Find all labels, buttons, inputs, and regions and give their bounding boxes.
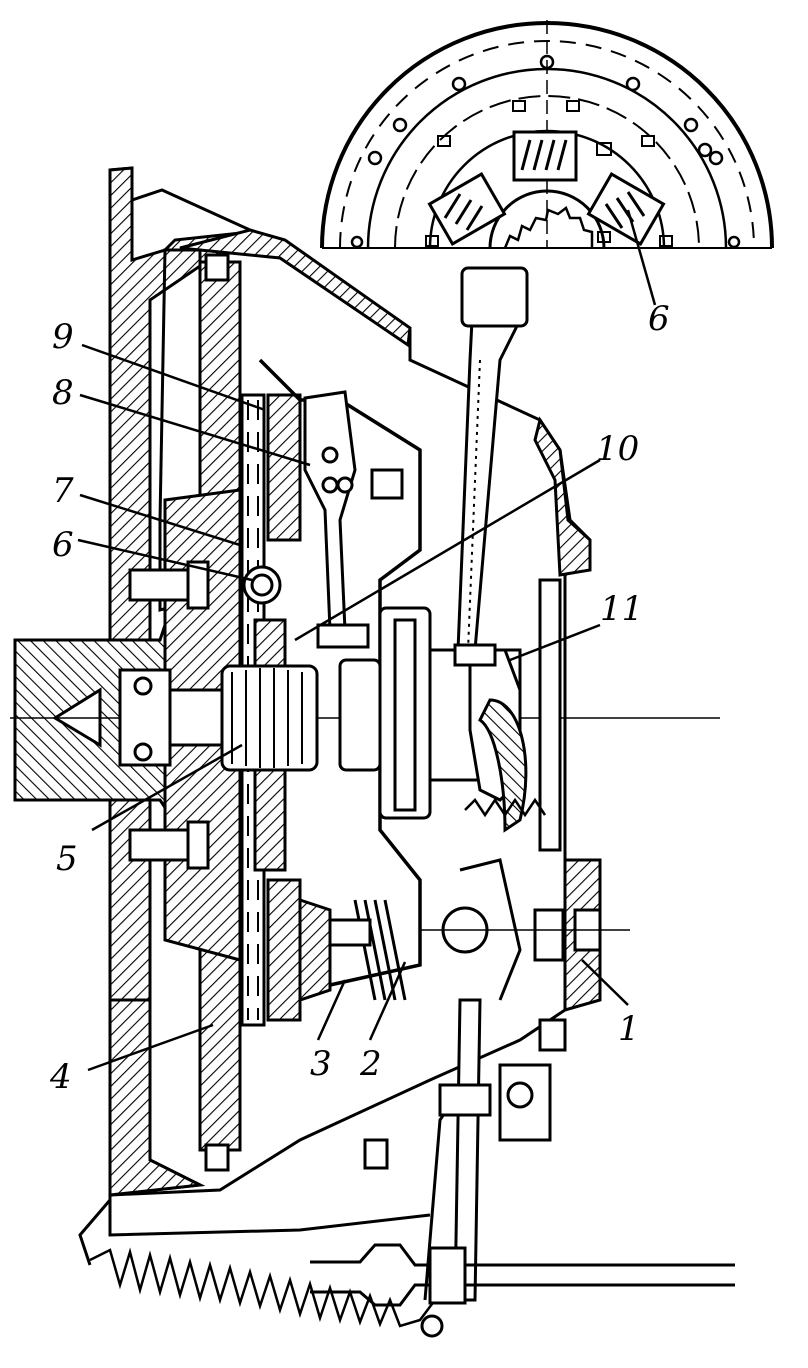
callout-5: 5 [56,839,78,879]
clutch-housing-section [10,166,735,1338]
driven-disc-end-view [320,20,774,249]
callout-4: 4 [49,1057,72,1097]
callout-labels: 9 8 7 6 10 11 5 4 3 2 1 6 [49,299,670,1097]
callout-11: 11 [600,589,643,629]
callout-1: 1 [618,1009,640,1049]
callout-8: 8 [52,373,74,413]
callout-9: 9 [52,317,74,357]
callout-7: 7 [52,471,74,511]
callout-3: 3 [310,1044,332,1084]
callout-6-end-view: 6 [648,299,670,339]
callout-10: 10 [596,429,639,469]
callout-6-section: 6 [52,525,74,565]
leader-lines [77,209,657,1072]
callout-2: 2 [359,1044,382,1084]
